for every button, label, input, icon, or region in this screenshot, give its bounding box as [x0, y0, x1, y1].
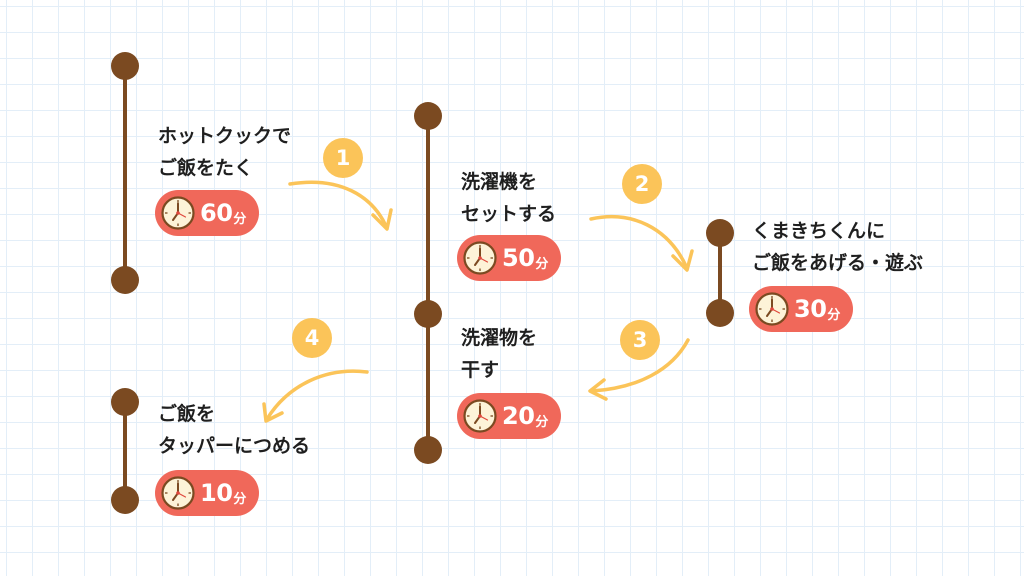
timeline-start-dot — [414, 102, 442, 130]
arrow-2 — [589, 214, 688, 268]
duration-unit: 分 — [535, 256, 549, 272]
duration-unit: 分 — [233, 491, 247, 507]
clock-icon — [463, 399, 497, 433]
clock-icon — [161, 196, 195, 230]
duration-value: 20 — [502, 402, 535, 430]
arrowhead-1 — [371, 208, 393, 231]
clock-icon — [755, 292, 789, 326]
arrow-1 — [288, 180, 388, 228]
step-number-2: 2 — [622, 164, 662, 204]
task-label-line: ホットクックで — [158, 125, 292, 147]
timeline-mid-dot — [414, 300, 442, 328]
arrow-3 — [590, 338, 690, 393]
timeline-end-dot — [414, 436, 442, 464]
timeline-bar-rice — [123, 66, 127, 280]
duration-badge: 30 分 — [749, 286, 853, 332]
duration-unit: 分 — [233, 211, 247, 227]
step-number-1: 1 — [323, 138, 363, 178]
task-label-line: 洗濯物を — [461, 327, 538, 349]
duration-badge: 60 分 — [155, 190, 259, 236]
task-label-line: ご飯を — [158, 403, 216, 425]
timeline-start-dot — [111, 52, 139, 80]
task-label-rice: ホットクックで ご飯をたく — [158, 120, 291, 184]
timeline-start-dot — [706, 219, 734, 247]
arrow-4 — [265, 369, 369, 421]
task-label-line: 洗濯機を — [461, 171, 538, 193]
arrowhead-3 — [588, 378, 608, 401]
timeline-end-dot — [706, 299, 734, 327]
duration-unit: 分 — [827, 307, 841, 323]
arrowhead-2 — [671, 249, 694, 272]
duration-value: 10 — [200, 479, 233, 507]
task-label-line: くまきちくんに — [752, 220, 886, 242]
timeline-bar-laundry — [426, 116, 430, 450]
duration-value: 30 — [794, 295, 827, 323]
task-label-line: セットする — [461, 203, 557, 225]
task-label-hang-laundry: 洗濯物を 干す — [461, 322, 537, 386]
task-label-washer: 洗濯機を セットする — [461, 166, 556, 230]
timeline-end-dot — [111, 486, 139, 514]
clock-icon — [463, 241, 497, 275]
step-number-3: 3 — [620, 320, 660, 360]
clock-icon — [161, 476, 195, 510]
task-label-line: ご飯をたく — [158, 157, 254, 179]
step-number-4: 4 — [292, 318, 332, 358]
task-label-container: ご飯を タッパーにつめる — [158, 398, 310, 462]
duration-badge: 10 分 — [155, 470, 259, 516]
duration-badge: 20 分 — [457, 393, 561, 439]
duration-unit: 分 — [535, 414, 549, 430]
timeline-start-dot — [111, 388, 139, 416]
task-label-pet: くまきちくんに ご飯をあげる・遊ぶ — [752, 215, 923, 279]
task-label-line: タッパーにつめる — [158, 435, 311, 457]
arrowhead-4 — [262, 402, 284, 423]
task-label-line: ご飯をあげる・遊ぶ — [752, 252, 924, 274]
duration-badge: 50 分 — [457, 235, 561, 281]
timeline-bar-container — [123, 402, 127, 500]
timeline-bar-pet — [718, 233, 722, 313]
task-label-line: 干す — [461, 359, 500, 381]
timeline-end-dot — [111, 266, 139, 294]
duration-value: 50 — [502, 244, 535, 272]
duration-value: 60 — [200, 199, 233, 227]
